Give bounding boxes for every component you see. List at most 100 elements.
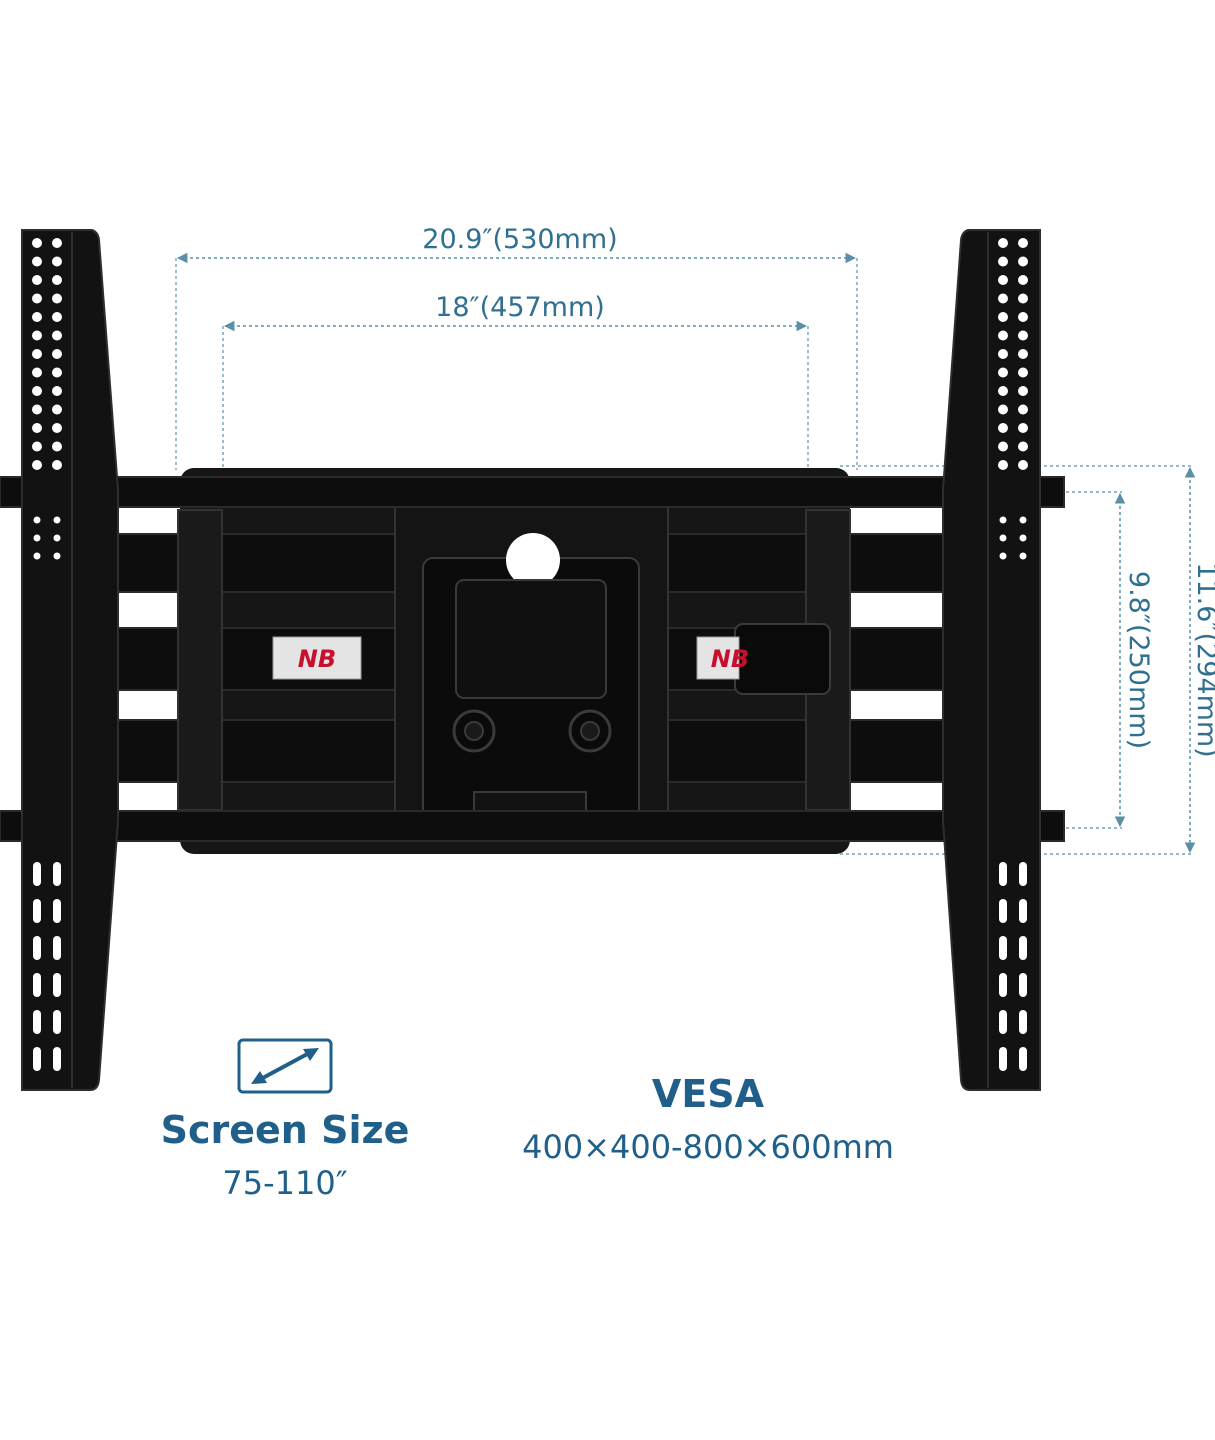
bracket-hole [998,460,1008,470]
bracket-hole [1018,386,1028,396]
bracket-hole [52,349,62,359]
bracket-hole [32,367,42,378]
bracket-hole [33,552,41,560]
bracket-hole [32,330,42,341]
bracket-hole [998,441,1008,452]
bracket-hole [999,534,1007,542]
bracket-hole [32,256,42,267]
bracket-hole [1018,460,1028,470]
dimension-inner-width: 18″(457mm) [222,292,809,470]
bracket-hole [52,441,62,452]
bracket-hole [999,552,1007,560]
articulating-arms [117,509,946,811]
bracket-hole [1018,293,1028,304]
bracket-hole [1019,516,1027,524]
bracket-slot [53,936,61,960]
bracket-hole [998,404,1008,415]
bracket-hole [32,293,42,304]
bracket-hole [1018,423,1028,433]
bracket-hole [1018,349,1028,359]
bracket-hole [998,386,1008,396]
bracket-hole [52,275,62,285]
bracket-slot [33,936,41,960]
bracket-hole [52,386,62,396]
dimension-inner-height: 9.8″(250mm) [1060,491,1154,829]
bracket-hole [52,293,62,304]
outer-width-label: 20.9″(530mm) [422,224,617,255]
vesa-spec: VESA 400×400-800×600mm [490,1072,926,1166]
bracket-slot [1019,1010,1027,1034]
inner-height-label: 9.8″(250mm) [1123,571,1154,749]
center-plate [394,504,669,827]
bracket-hole [1018,441,1028,452]
bracket-slot [999,936,1007,960]
right-vertical-bracket [942,229,1041,1091]
bracket-hole [53,552,61,560]
bracket-slot [1019,973,1027,997]
brand-badge-left-text: NB [298,645,336,673]
screen-size-spec: Screen Size 75-110″ [150,1038,420,1202]
bracket-hole [1018,312,1028,322]
bracket-hole [998,238,1008,248]
diagonal-arrow-icon [237,1038,333,1094]
brand-badge-left: NB [272,636,362,680]
bracket-hole [33,516,41,524]
bracket-slot [999,899,1007,923]
vesa-title: VESA [651,1072,765,1116]
inner-width-label: 18″(457mm) [435,292,605,323]
bracket-slot [999,1010,1007,1034]
bracket-slot [1019,862,1027,886]
vesa-value: 400×400-800×600mm [522,1128,894,1166]
left-vertical-bracket [21,229,119,1091]
bracket-hole [53,516,61,524]
bracket-hole [998,293,1008,304]
brand-badge-right-text: NB [711,645,749,673]
bracket-slot [999,1047,1007,1071]
bracket-hole [1018,367,1028,378]
screen-size-value: 75-110″ [222,1164,348,1202]
bracket-slot [53,973,61,997]
bracket-slot [33,1047,41,1071]
bracket-hole [32,460,42,470]
brand-badge-right: NB [696,636,749,680]
bracket-slot [33,899,41,923]
bracket-hole [32,441,42,452]
bracket-hole [1018,404,1028,415]
horizontal-rails [0,476,1065,842]
bracket-hole [1019,534,1027,542]
bracket-hole [1018,256,1028,267]
bracket-slot [53,899,61,923]
outer-height-label: 11.6″(294mm) [1191,562,1215,757]
bracket-hole [52,256,62,267]
bracket-hole [998,349,1008,359]
bracket-slot [53,1047,61,1071]
bracket-slot [33,973,41,997]
bracket-hole [52,423,62,433]
bracket-slot [1019,899,1027,923]
bracket-hole [32,312,42,322]
bracket-hole [998,330,1008,341]
bracket-hole [53,534,61,542]
bracket-hole [32,386,42,396]
bracket-hole [32,349,42,359]
bracket-slot [33,1010,41,1034]
bracket-hole [998,312,1008,322]
bracket-hole [32,404,42,415]
bracket-slot [999,862,1007,886]
bracket-hole [52,312,62,322]
screen-size-title: Screen Size [160,1108,410,1152]
bracket-hole [52,460,62,470]
bracket-hole [33,534,41,542]
bracket-hole [998,423,1008,433]
bracket-hole [52,404,62,415]
bracket-hole [998,367,1008,378]
bracket-hole [1018,275,1028,285]
bracket-hole [998,275,1008,285]
bracket-hole [32,423,42,433]
bracket-hole [1018,238,1028,248]
bracket-slot [33,862,41,886]
bracket-slot [53,862,61,886]
bracket-hole [32,275,42,285]
bracket-slot [53,1010,61,1034]
